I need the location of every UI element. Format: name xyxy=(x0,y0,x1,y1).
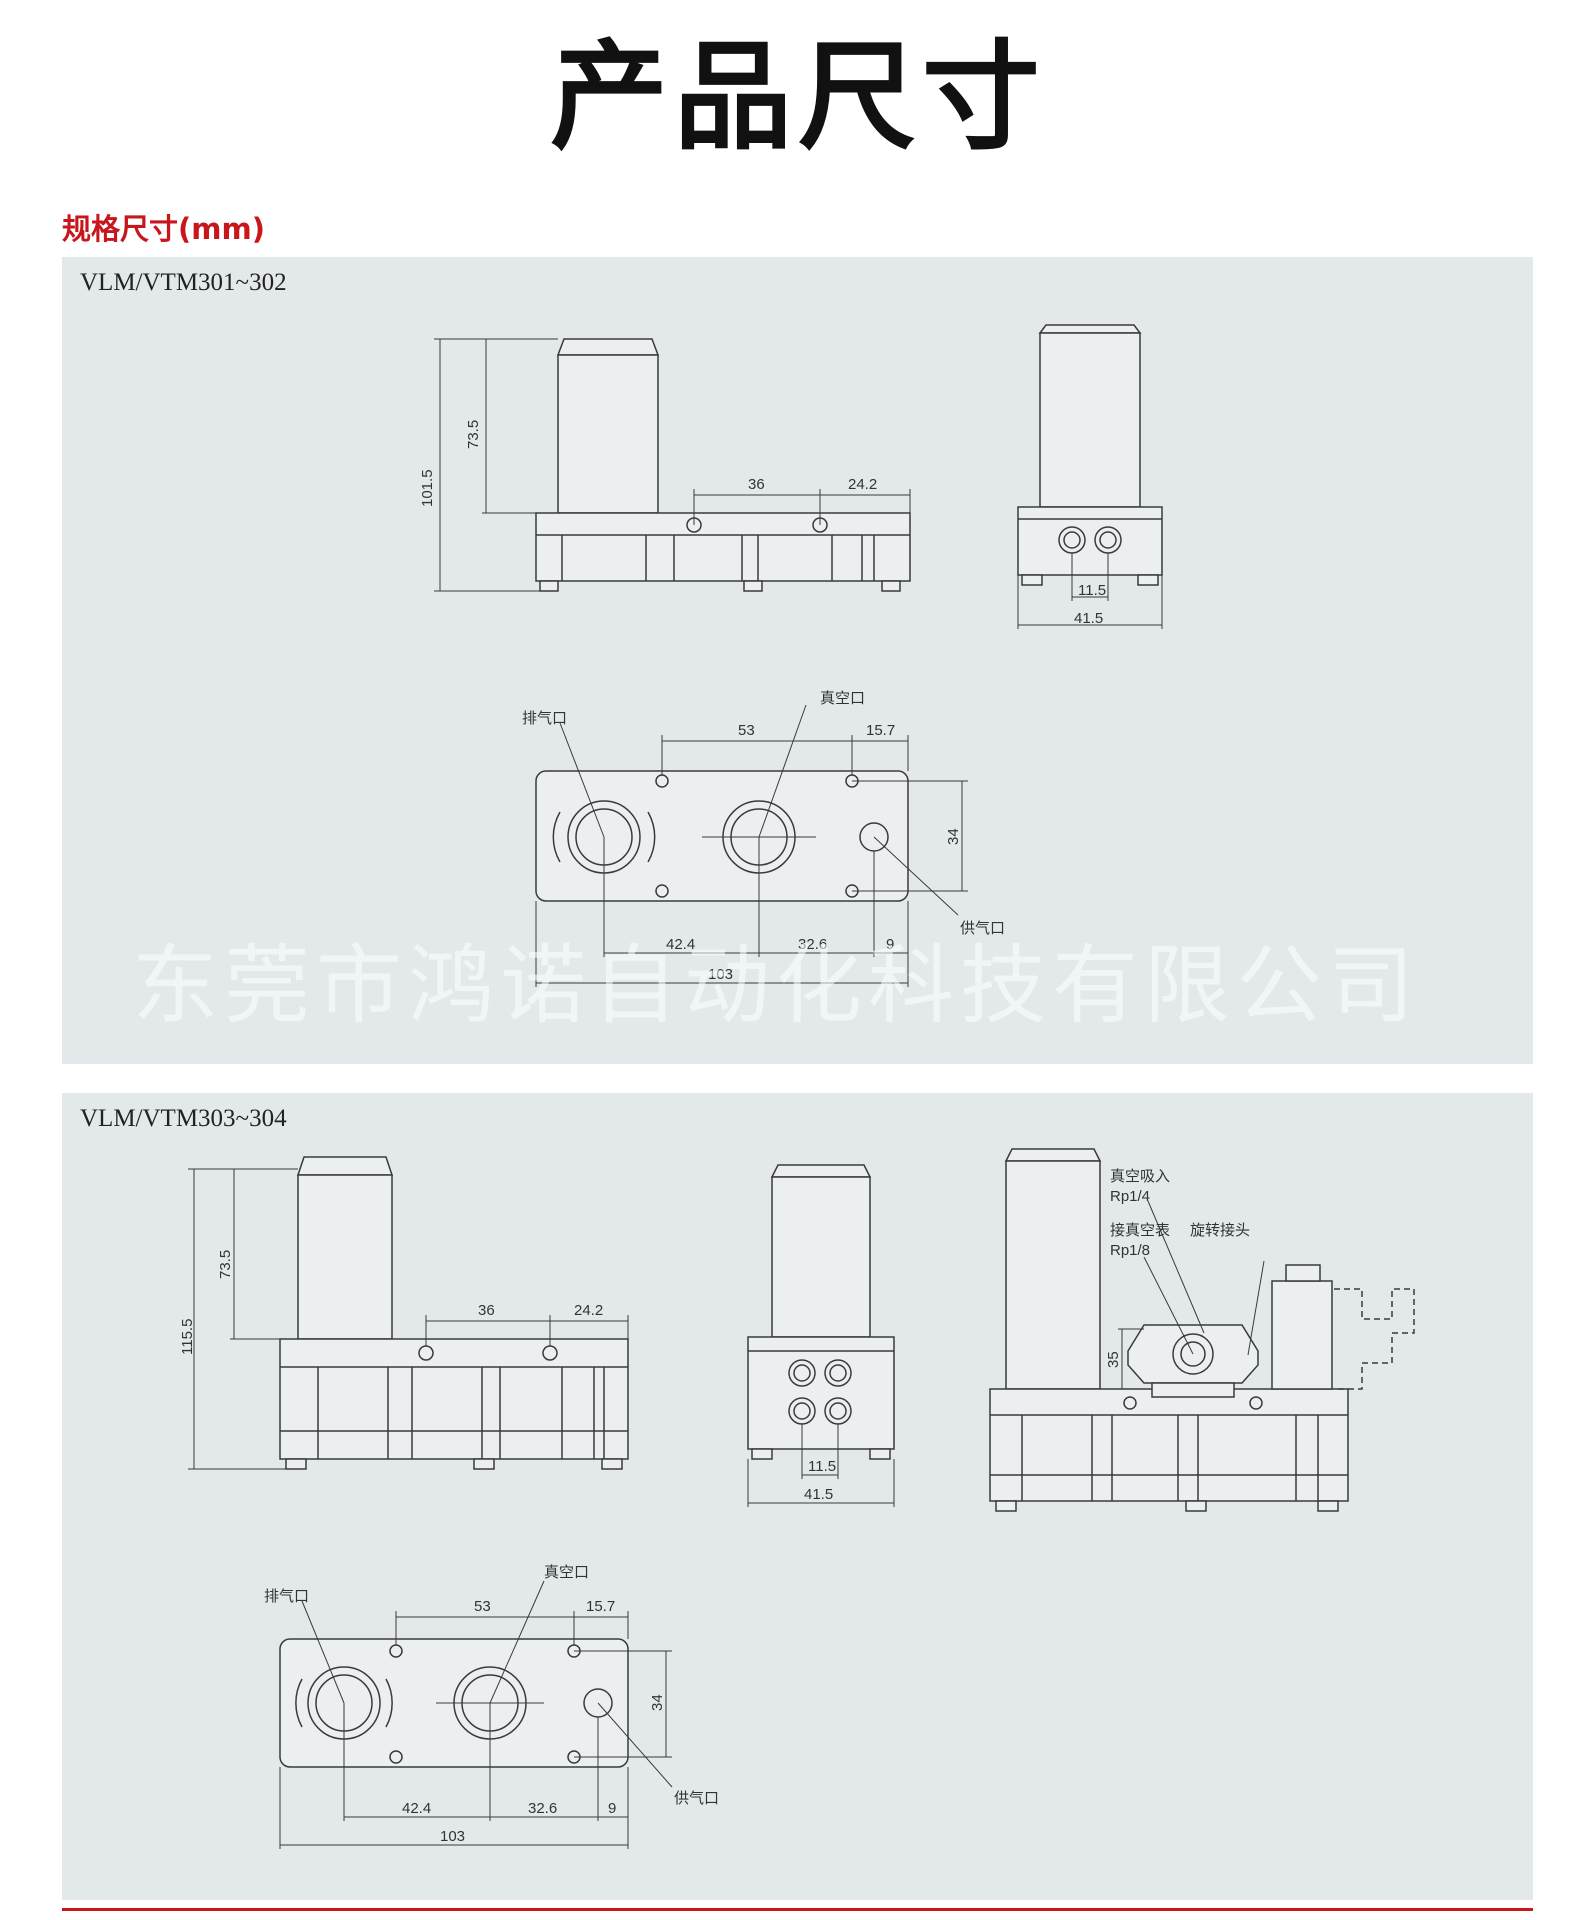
dim-port-spacing: 11.5 xyxy=(1078,582,1106,599)
dim-bottom-103: 103 xyxy=(440,1828,465,1845)
dim-bottom-32-6: 32.6 xyxy=(528,1800,557,1817)
label-vacuum: 真空口 xyxy=(544,1563,589,1581)
dim-side-width: 41.5 xyxy=(1074,610,1103,627)
label-supply: 供气口 xyxy=(960,920,1005,937)
front-view xyxy=(188,1156,629,1470)
dim-bottom-42-4: 42.4 xyxy=(402,1800,431,1817)
label-rp14: Rp1/4 xyxy=(1110,1188,1150,1205)
dim-total-height: 115.5 xyxy=(179,1319,196,1355)
dim-bottom-15-7: 15.7 xyxy=(586,1598,615,1615)
label-supply: 供气口 xyxy=(674,1790,719,1807)
bottom-accent-line xyxy=(62,1908,1533,1911)
dim-port-spacing: 11.5 xyxy=(808,1458,836,1475)
label-exhaust: 排气口 xyxy=(264,1588,309,1605)
dim-total-height: 101.5 xyxy=(419,469,436,507)
side-view xyxy=(1017,324,1163,629)
dim-bottom-53: 53 xyxy=(738,722,755,739)
model-label: VLM/VTM301~302 xyxy=(80,269,287,296)
dim-bottom-15-7: 15.7 xyxy=(866,722,895,739)
dim-hole-spacing: 36 xyxy=(478,1302,495,1319)
assembly-view xyxy=(989,1148,1415,1512)
side-view xyxy=(747,1164,895,1507)
dim-bottom-53: 53 xyxy=(474,1598,491,1615)
label-exhaust: 排气口 xyxy=(522,710,567,727)
dim-gauge-height: 35 xyxy=(1105,1351,1122,1368)
drawing-panel-303-304: VLM/VTM303~304 xyxy=(62,1093,1533,1900)
front-view xyxy=(434,338,911,592)
dim-bottom-103: 103 xyxy=(708,966,733,983)
dim-side-width: 41.5 xyxy=(804,1486,833,1503)
dim-bottom-34: 34 xyxy=(649,1694,666,1711)
bottom-view xyxy=(279,1580,673,1849)
dim-coil-height: 73.5 xyxy=(465,420,482,449)
label-vacuum: 真空口 xyxy=(820,689,865,707)
dim-hole-edge: 24.2 xyxy=(848,476,877,493)
page-title: 产品尺寸 xyxy=(549,28,1046,166)
dim-hole-spacing: 36 xyxy=(748,476,765,493)
label-rp18: Rp1/8 xyxy=(1110,1242,1150,1259)
dim-bottom-32-6: 32.6 xyxy=(798,936,827,953)
technical-drawing-301-302: 101.5 73.5 36 24.2 11.5 41.5 xyxy=(419,324,1163,987)
label-swivel: 旋转接头 xyxy=(1190,1222,1250,1239)
dim-bottom-42-4: 42.4 xyxy=(666,936,695,953)
dim-bottom-34: 34 xyxy=(945,828,962,845)
spec-subtitle: 规格尺寸(mm) xyxy=(62,212,265,246)
technical-drawing-303-304: 115.5 73.5 36 24.2 11.5 41.5 xyxy=(179,1148,1415,1849)
dim-coil-height: 73.5 xyxy=(217,1250,234,1279)
bottom-view xyxy=(535,704,968,987)
model-label: VLM/VTM303~304 xyxy=(80,1105,287,1132)
dim-bottom-9: 9 xyxy=(886,936,894,953)
dim-bottom-9: 9 xyxy=(608,1800,616,1817)
drawing-panel-301-302: VLM/VTM301~302 xyxy=(62,257,1533,1064)
label-gauge-port: 接真空表 xyxy=(1110,1221,1170,1239)
dim-hole-edge: 24.2 xyxy=(574,1302,603,1319)
watermark: 东莞市鸿诺自动化科技有限公司 xyxy=(132,936,1420,1036)
label-vacuum-suction: 真空吸入 xyxy=(1110,1167,1170,1185)
